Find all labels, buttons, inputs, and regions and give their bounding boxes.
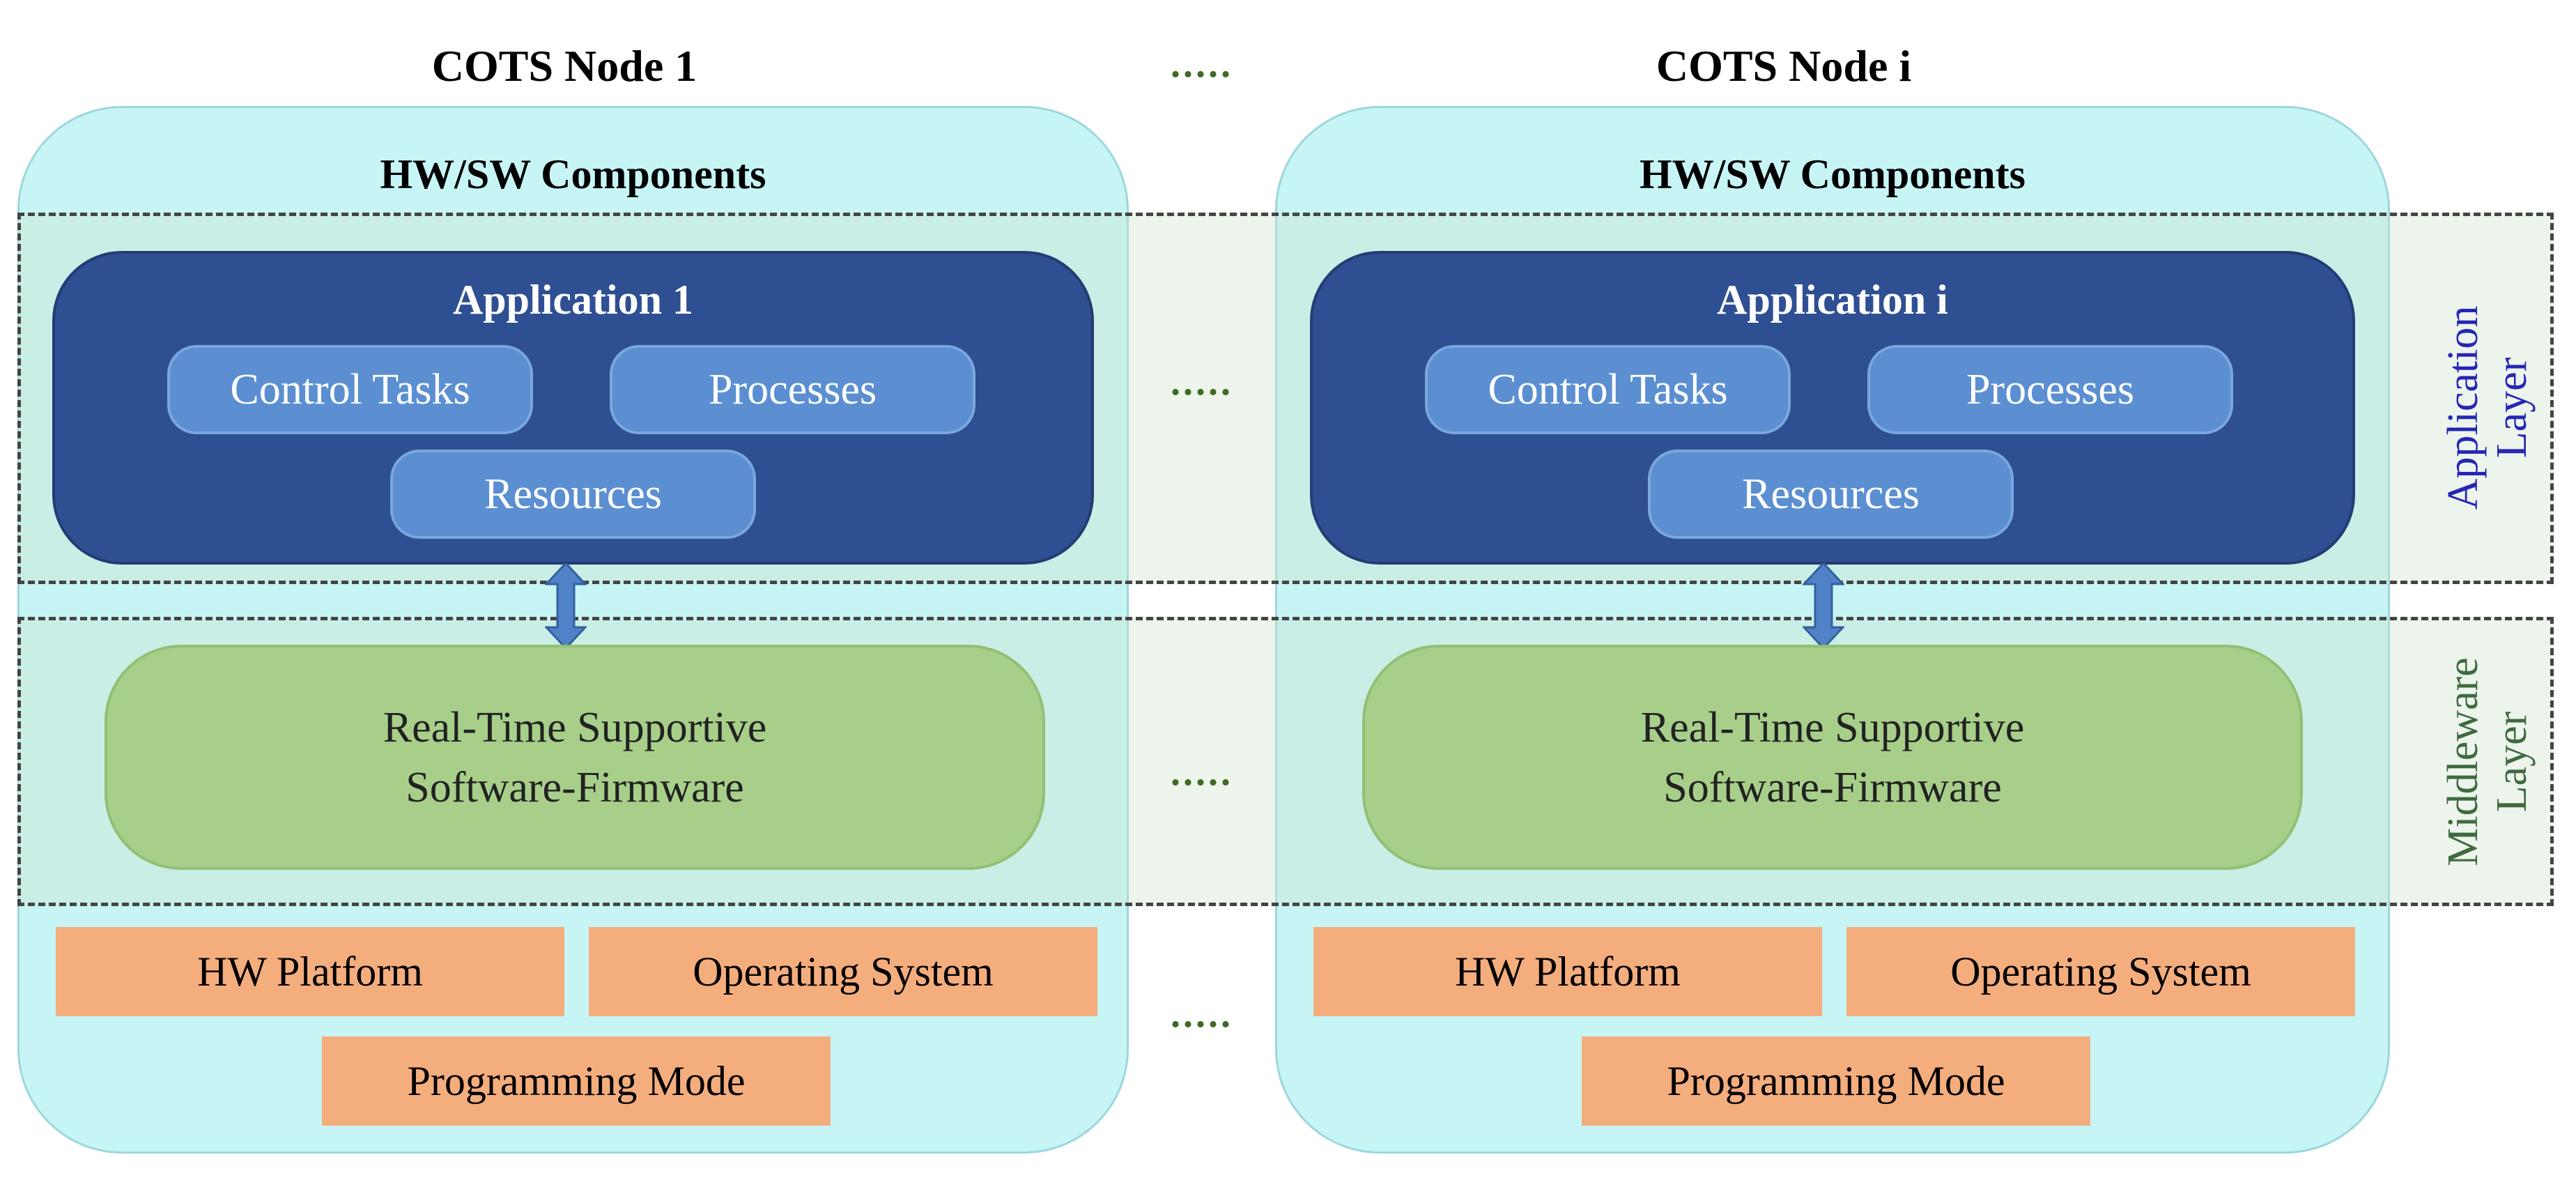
- ellipsis-title: .....: [1171, 43, 1233, 86]
- node-1-components-title: HW/SW Components: [380, 151, 766, 197]
- application-layer-label-line1: Application: [2439, 305, 2487, 510]
- middleware-layer-label-line1: Middleware: [2439, 657, 2487, 866]
- node-i-processes-pill: Processes: [1867, 345, 2233, 434]
- application-layer-label: Application Layer: [2435, 240, 2540, 575]
- node-1-application-title: Application 1: [452, 277, 694, 323]
- node-i-middleware-box: Real-Time Supportive Software-Firmware: [1362, 645, 2303, 870]
- middleware-layer-label: Middleware Layer: [2435, 608, 2540, 915]
- node-1-double-arrow: [545, 563, 587, 648]
- middleware-layer-label-line2: Layer: [2488, 711, 2536, 813]
- node-1-resources-pill: Resources: [390, 450, 756, 539]
- node-i-hw-platform-box: HW Platform: [1313, 927, 1822, 1016]
- ellipsis-middleware: .....: [1171, 751, 1233, 794]
- node-i-middleware-line1: Real-Time Supportive: [1640, 703, 2025, 751]
- node-1-control-tasks-pill: Control Tasks: [167, 345, 533, 434]
- ellipsis-application: .....: [1171, 360, 1233, 404]
- node-i-control-tasks-pill: Control Tasks: [1425, 345, 1791, 434]
- node-1-middleware-line1: Real-Time Supportive: [383, 703, 767, 751]
- node-i-application-title: Application i: [1717, 277, 1948, 323]
- node-i-operating-system-box: Operating System: [1846, 927, 2355, 1016]
- node-1-title: COTS Node 1: [431, 41, 697, 91]
- ellipsis-platform: .....: [1171, 993, 1233, 1036]
- node-1-operating-system-box: Operating System: [589, 927, 1097, 1016]
- node-i-components-title: HW/SW Components: [1639, 151, 2026, 197]
- node-1-programming-mode-box: Programming Mode: [322, 1036, 831, 1126]
- application-layer-label-line2: Layer: [2488, 357, 2536, 459]
- node-i-double-arrow: [1803, 563, 1844, 648]
- node-i-programming-mode-box: Programming Mode: [1582, 1036, 2090, 1126]
- node-1-middleware-line2: Software-Firmware: [406, 763, 744, 811]
- node-i-resources-pill: Resources: [1648, 450, 2014, 539]
- node-1-middleware-box: Real-Time Supportive Software-Firmware: [105, 645, 1045, 870]
- node-i-middleware-line2: Software-Firmware: [1663, 763, 2002, 811]
- node-1-processes-pill: Processes: [610, 345, 975, 434]
- node-i-title: COTS Node i: [1656, 41, 1912, 91]
- node-1-hw-platform-box: HW Platform: [56, 927, 564, 1016]
